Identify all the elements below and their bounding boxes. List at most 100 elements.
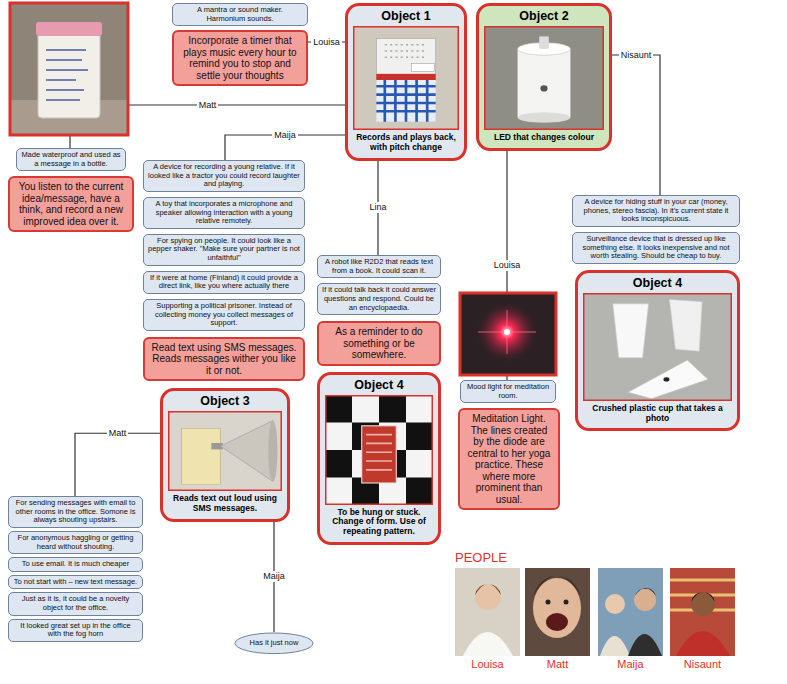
- idea-box: A toy that incorporates a microphone and…: [143, 197, 305, 229]
- person-photo: [525, 568, 590, 656]
- graphic: [475, 584, 501, 595]
- edge-label: Matt: [107, 428, 129, 439]
- object-title: Object 4: [325, 378, 433, 393]
- idea-text: As a reminder to do something or be some…: [324, 326, 434, 361]
- object-caption: Reads text out loud using SMS messages.: [168, 494, 282, 514]
- graphic: [10, 3, 128, 135]
- concept-box: Meditation Light. The lines created by t…: [458, 408, 560, 510]
- graphic: [613, 304, 649, 358]
- graphic: [325, 395, 433, 505]
- idea-text: For spying on people. It could look like…: [148, 237, 300, 263]
- idea-text: A robot like R2D2 that reads text from a…: [322, 258, 436, 275]
- graphic: [353, 26, 459, 130]
- idea-text: A toy that incorporates a microphone and…: [148, 200, 300, 226]
- object-card: Object 3Reads text out loud using SMS me…: [160, 388, 290, 522]
- graphic: [376, 38, 435, 121]
- graphic: [635, 588, 656, 596]
- graphic: [362, 425, 397, 482]
- object-photo: [168, 411, 282, 491]
- idea-box: If it were at home (Finland) it could pr…: [143, 271, 305, 294]
- object-card: Object 1Records and plays back, with pit…: [345, 3, 467, 161]
- idea-box: Mood light for meditation room.: [460, 380, 556, 403]
- edge-label: Louisa: [492, 260, 523, 271]
- graphic: [540, 85, 547, 91]
- graphic: [10, 3, 128, 135]
- idea-box: Surveillance device that is dressed up l…: [572, 232, 740, 264]
- ellipse-shape: [235, 633, 313, 654]
- graphic: [268, 421, 277, 482]
- idea-text: For anonymous haggling or getting heard …: [13, 534, 138, 551]
- idea-box: It looked great set up in the office wit…: [8, 619, 143, 642]
- idea-box: For sending messages with email to other…: [8, 496, 143, 528]
- jar-photo: [10, 3, 128, 135]
- graphic: [669, 299, 702, 351]
- graphic: [518, 112, 571, 122]
- graphic: [484, 26, 604, 130]
- object-photo: [353, 26, 459, 130]
- idea-text: To use email. It is much cheaper: [13, 560, 138, 569]
- edge-label: Matt: [197, 100, 219, 111]
- idea-box: A mantra or sound maker. Harmonium sound…: [172, 3, 308, 26]
- edge-label: Maija: [272, 130, 298, 141]
- object-title: Object 4: [583, 276, 732, 291]
- graphic: [539, 36, 549, 48]
- graphic: [478, 310, 536, 354]
- graphic: [36, 22, 102, 36]
- object-caption: Records and plays back, with pitch chang…: [353, 133, 459, 153]
- graphic: [605, 594, 625, 614]
- idea-text: A device for recording a young relative.…: [148, 163, 300, 189]
- graphic: [676, 631, 730, 656]
- idea-box: To not start with – new text message.: [8, 575, 143, 590]
- person-name: Nisaunt: [670, 658, 735, 671]
- connector-line: [612, 55, 660, 195]
- graphic: [504, 329, 510, 335]
- graphic: [455, 568, 520, 656]
- graphic: [564, 600, 569, 605]
- object-title: Object 2: [484, 9, 604, 24]
- graphic: [518, 49, 571, 118]
- idea-text: You listen to the current idea/message, …: [15, 181, 127, 227]
- idea-text: If it could talk back it could answer qu…: [322, 286, 436, 312]
- graphic: [691, 592, 715, 616]
- note-text: Has it just now: [234, 632, 314, 655]
- graphic: [525, 568, 590, 656]
- idea-text: Just as it is, it could be a novelty obj…: [13, 595, 138, 612]
- idea-text: Read text using SMS messages. Reads mess…: [150, 342, 298, 377]
- graphic: [670, 568, 735, 656]
- graphic: [484, 26, 604, 130]
- idea-text: Supporting a political prisoner. Instead…: [148, 302, 300, 328]
- person-name: Louisa: [455, 658, 520, 671]
- graphic: [600, 636, 630, 656]
- graphic: [546, 600, 551, 605]
- person-photo: [670, 568, 735, 656]
- idea-box: Supporting a political prisoner. Instead…: [143, 299, 305, 331]
- idea-text: If it were at home (Finland) it could pr…: [148, 274, 300, 291]
- section-heading: PEOPLE: [455, 550, 535, 566]
- idea-text: To not start with – new text message.: [13, 578, 138, 587]
- graphic: [533, 578, 581, 638]
- idea-box: A robot like R2D2 that reads text from a…: [317, 255, 441, 278]
- graphic: [475, 300, 539, 364]
- concept-box: Incorporate a timer that plays music eve…: [172, 30, 308, 86]
- graphic: [376, 74, 435, 80]
- graphic: [366, 434, 392, 469]
- graphic: [634, 589, 656, 611]
- idea-box: A device for hiding stuff in your car (m…: [572, 195, 740, 227]
- graphic: [376, 80, 435, 122]
- graphic: [411, 63, 434, 71]
- graphic: [628, 360, 708, 399]
- person-photo: [598, 568, 663, 656]
- graphic: [691, 592, 715, 602]
- object-photo: [484, 26, 604, 130]
- concept-box: As a reminder to do something or be some…: [317, 321, 441, 366]
- graphic: [168, 411, 282, 491]
- idea-text: Meditation Light. The lines created by t…: [465, 413, 553, 505]
- idea-text: Mood light for meditation room.: [465, 383, 551, 400]
- connector-line: [75, 433, 160, 496]
- idea-box: To use email. It is much cheaper: [8, 557, 143, 572]
- idea-box: Made waterproof and used as a message in…: [16, 148, 126, 171]
- edge-label: Louisa: [311, 37, 342, 48]
- edge-label: Lina: [367, 202, 388, 213]
- idea-text: For sending messages with email to other…: [13, 499, 138, 525]
- idea-text: Surveillance device that is dressed up l…: [577, 235, 735, 261]
